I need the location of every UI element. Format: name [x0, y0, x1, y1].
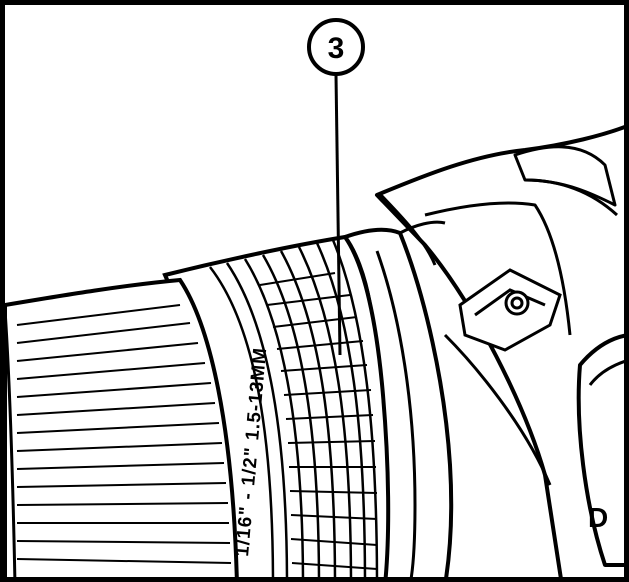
callout-leader-line — [334, 74, 342, 356]
callout-circle — [307, 18, 365, 76]
chuck-nose — [5, 277, 239, 577]
chuck-sleeve — [162, 234, 391, 577]
housing-lower-curve — [443, 333, 552, 486]
chuck-rib-ticks — [259, 272, 378, 570]
grip-panel — [576, 333, 624, 567]
nose-face — [5, 309, 17, 577]
collar-front-edge — [375, 250, 417, 577]
grip-panel-inner — [588, 360, 624, 386]
housing-shoulder — [424, 201, 572, 336]
collar-back-edge — [399, 220, 446, 235]
housing-ridge-2 — [524, 178, 619, 217]
screw-boss — [458, 268, 562, 352]
drill-chuck-illustration: 3 1/16" - 1/2" 1.5-13MM D — [5, 18, 624, 577]
chuck-ribs — [209, 239, 379, 577]
callout-number: 3 — [328, 32, 345, 65]
nose-ribs — [16, 304, 232, 564]
body-mark-letter: D — [588, 502, 608, 533]
callout-3: 3 — [307, 18, 365, 356]
